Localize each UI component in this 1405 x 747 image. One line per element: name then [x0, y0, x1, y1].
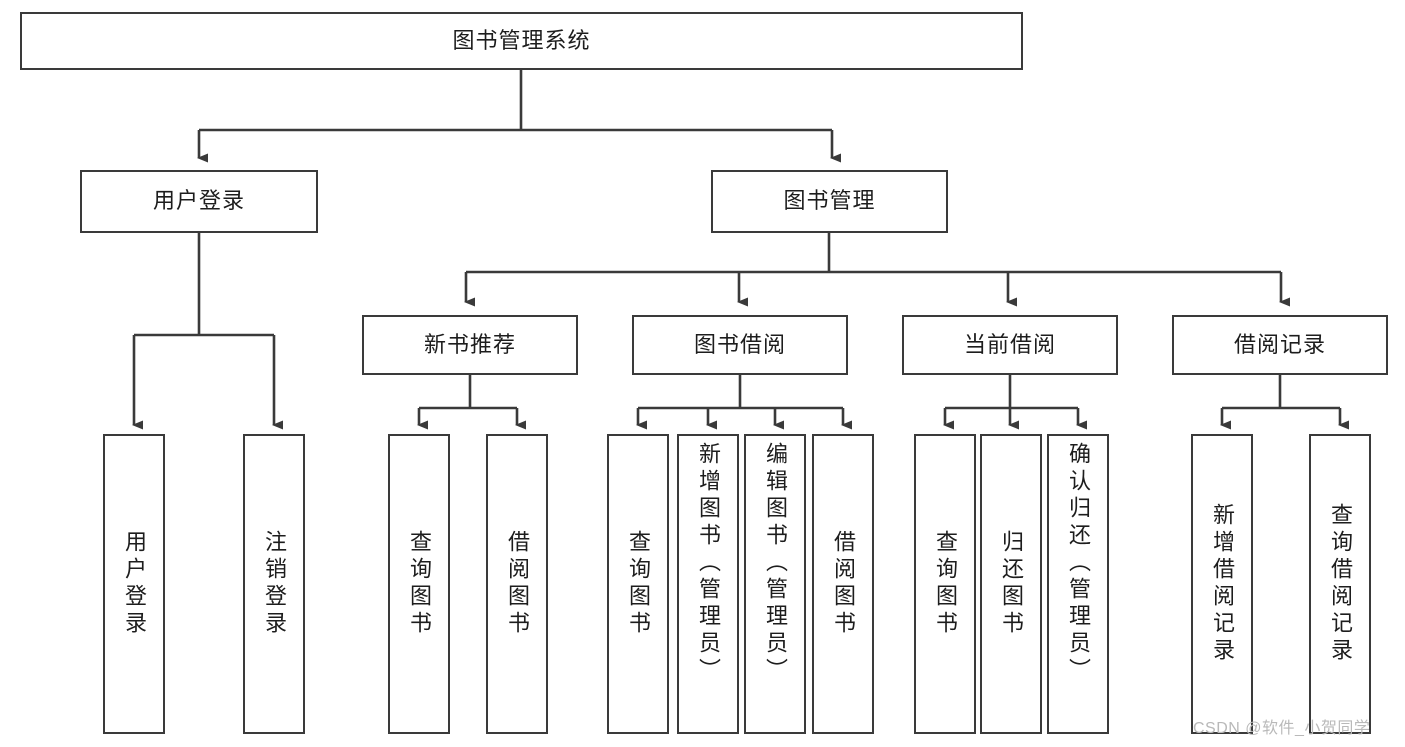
leaf-query-book-borrow[interactable]: 查询图书 — [607, 434, 669, 734]
leaf-return-book[interactable]: 归还图书 — [980, 434, 1042, 734]
node-label: 图书管理系统 — [452, 27, 591, 53]
leaf-label: 新增图书（管理员） — [696, 442, 721, 685]
node-label: 当前借阅 — [963, 331, 1056, 357]
leaf-label: 编辑图书（管理员） — [763, 442, 788, 685]
leaf-label: 新增借阅记录 — [1210, 503, 1235, 665]
leaf-borrow-book-borrow[interactable]: 借阅图书 — [812, 434, 874, 734]
node-user-login[interactable]: 用户登录 — [80, 170, 318, 233]
leaf-user-login[interactable]: 用户登录 — [103, 434, 165, 734]
leaf-confirm-return-admin[interactable]: 确认归还（管理员） — [1047, 434, 1109, 734]
leaf-label: 查询借阅记录 — [1328, 503, 1353, 665]
csdn-watermark: CSDN @软件_小贺同学 — [1193, 720, 1371, 737]
node-book-borrow[interactable]: 图书借阅 — [632, 315, 848, 375]
leaf-label: 借阅图书 — [505, 530, 530, 638]
node-borrow-record[interactable]: 借阅记录 — [1172, 315, 1388, 375]
leaf-query-borrow-record[interactable]: 查询借阅记录 — [1309, 434, 1371, 734]
leaf-label: 查询图书 — [626, 530, 651, 638]
leaf-label: 查询图书 — [933, 530, 958, 638]
node-label: 图书借阅 — [693, 331, 786, 357]
node-label: 图书管理 — [783, 188, 876, 214]
leaf-query-book-new-recommend[interactable]: 查询图书 — [388, 434, 450, 734]
node-label: 借阅记录 — [1233, 331, 1326, 357]
leaf-edit-book-admin[interactable]: 编辑图书（管理员） — [744, 434, 806, 734]
leaf-add-borrow-record[interactable]: 新增借阅记录 — [1191, 434, 1253, 734]
node-label: 新书推荐 — [423, 331, 516, 357]
node-new-book-recommend[interactable]: 新书推荐 — [362, 315, 578, 375]
leaf-add-book-admin[interactable]: 新增图书（管理员） — [677, 434, 739, 734]
node-label: 用户登录 — [152, 188, 245, 214]
leaf-query-book-current[interactable]: 查询图书 — [914, 434, 976, 734]
leaf-label: 查询图书 — [407, 530, 432, 638]
leaf-borrow-book-new-recommend[interactable]: 借阅图书 — [486, 434, 548, 734]
leaf-label: 借阅图书 — [831, 530, 856, 638]
node-root-book-management-system[interactable]: 图书管理系统 — [20, 12, 1023, 70]
node-book-manage[interactable]: 图书管理 — [711, 170, 948, 233]
leaf-user-logout[interactable]: 注销登录 — [243, 434, 305, 734]
leaf-label: 确认归还（管理员） — [1066, 442, 1091, 685]
leaf-label: 归还图书 — [999, 530, 1024, 638]
node-current-borrow[interactable]: 当前借阅 — [902, 315, 1118, 375]
leaf-label: 注销登录 — [262, 530, 287, 638]
leaf-label: 用户登录 — [122, 530, 147, 638]
